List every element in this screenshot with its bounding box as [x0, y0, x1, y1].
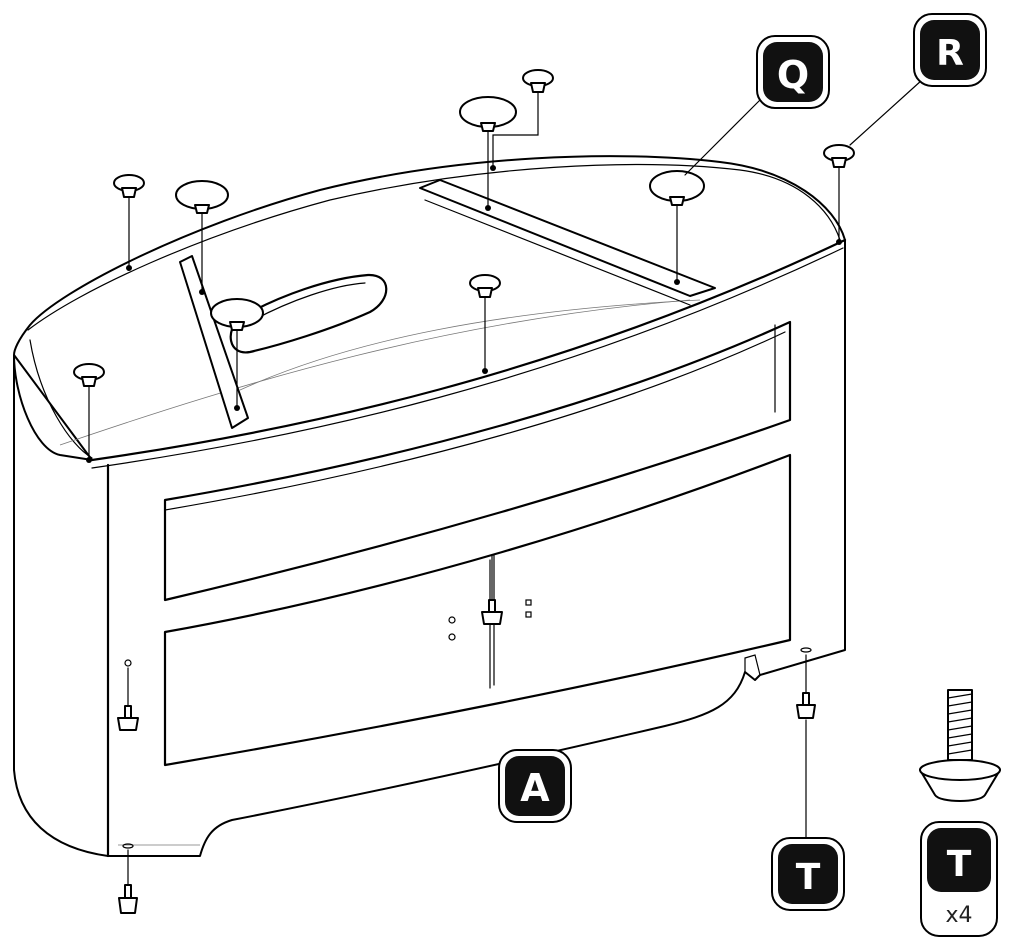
part-key-badge-t: T x4 — [920, 821, 998, 937]
badge-label-t: T — [796, 857, 821, 898]
cabinet-outline — [13, 155, 846, 857]
foot-icon — [117, 667, 139, 731]
feet — [117, 554, 816, 914]
badge-label-r: R — [936, 33, 964, 74]
cup-icon — [73, 363, 105, 463]
cup-icon — [492, 69, 554, 166]
part-badge-q: Q — [756, 35, 830, 109]
quantity-label: x4 — [945, 903, 972, 928]
tv-stand-cabinet — [13, 155, 847, 858]
badge-label-a: A — [520, 766, 550, 810]
divider-panel-left — [179, 255, 249, 429]
cup-icon — [469, 274, 501, 374]
fixing-cups — [73, 69, 855, 463]
cup-icon — [649, 170, 705, 285]
cup-icon — [210, 298, 264, 411]
cup-icon — [459, 96, 517, 211]
part-badge-t: T — [771, 837, 845, 911]
threaded-foot-icon — [919, 689, 1001, 802]
foot-icon — [118, 849, 138, 914]
divider-panel-right — [419, 179, 716, 297]
foot-icon — [481, 554, 503, 625]
cup-icon — [175, 180, 229, 295]
cup-icon — [823, 144, 855, 245]
badge-label-q: Q — [777, 53, 809, 97]
badge-label-t-key: T — [947, 844, 972, 885]
foot-icon — [796, 654, 816, 839]
cup-icon — [113, 174, 145, 271]
part-badge-a: A — [498, 749, 572, 823]
part-badge-r: R — [913, 13, 987, 87]
